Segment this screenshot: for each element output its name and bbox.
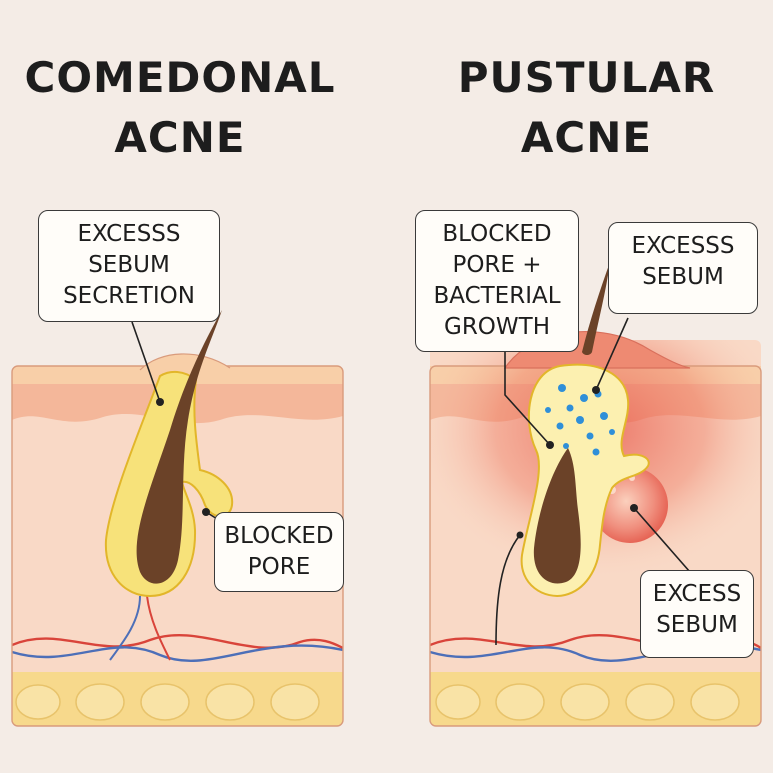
callout-line: SEBUM <box>656 612 738 638</box>
callout-excess-sebum-top: EXCESSS SEBUM <box>608 222 758 314</box>
callout-excess-sebum-bottom: EXCESS SEBUM <box>640 570 754 658</box>
title-line: PUSTULAR <box>457 53 716 102</box>
callout-line: PORE <box>247 554 311 580</box>
title-line: COMEDONAL <box>24 53 336 102</box>
hair-shaft-right <box>533 448 581 584</box>
callout-line: PORE + <box>452 252 542 278</box>
fat-cells <box>15 683 320 721</box>
vein-left <box>12 644 343 663</box>
bacteria-dots <box>545 384 615 456</box>
callout-line: EXCESSS <box>77 221 181 247</box>
vessel-branch-left-red <box>146 595 171 661</box>
callout-line: EXCESS <box>652 581 742 607</box>
title-line: ACNE <box>114 113 246 162</box>
callout-line: SEBUM <box>88 252 170 278</box>
comedonal-acne-title: COMEDONAL ACNE <box>0 48 360 168</box>
vessel-branch-left <box>109 595 141 661</box>
callout-line: SEBUM <box>642 264 724 290</box>
title-line: ACNE <box>520 113 653 162</box>
hair-shaft-left <box>136 310 222 584</box>
artery-left <box>12 634 343 650</box>
hair-tip-right <box>582 262 610 355</box>
callout-blocked-pore: BLOCKED PORE <box>214 512 344 592</box>
callout-line: GROWTH <box>444 314 550 340</box>
callout-line: SECRETION <box>63 283 195 309</box>
callout-line: EXCESSS <box>631 233 735 259</box>
callout-blocked-pore-bacterial-growth: BLOCKED PORE + BACTERIAL GROWTH <box>415 210 579 352</box>
callout-line: BLOCKED <box>442 221 552 247</box>
callout-line: BLOCKED <box>224 523 334 549</box>
callout-excess-sebum-secretion: EXCESSS SEBUM SECRETION <box>38 210 220 322</box>
fat-cells-right <box>435 683 740 721</box>
pustular-acne-title: PUSTULAR ACNE <box>400 48 773 168</box>
callout-line: BACTERIAL <box>433 283 561 309</box>
